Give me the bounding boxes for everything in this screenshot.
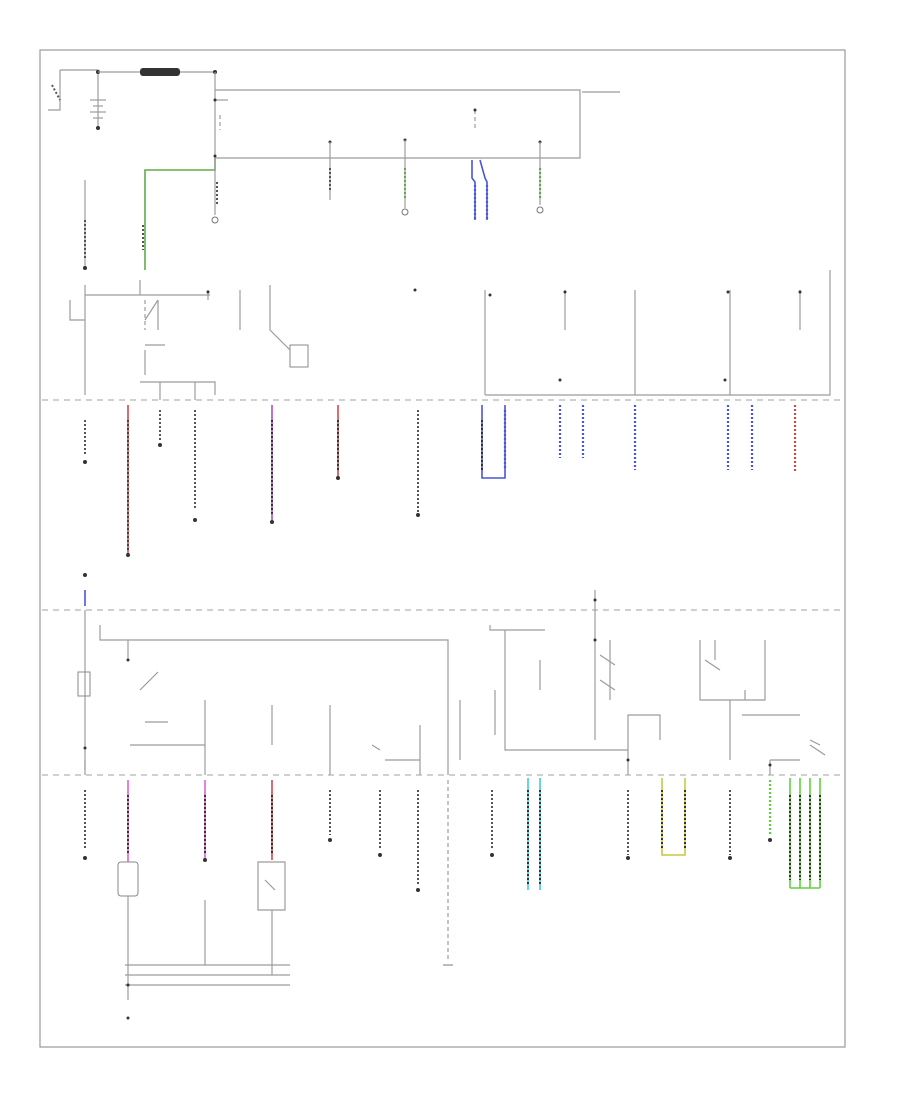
- section-3-circuit: [77, 573, 826, 775]
- engine-room-junction-block: [213, 72, 620, 159]
- diagram-frame: [39, 49, 846, 1048]
- fusible-link: [98, 68, 217, 76]
- instrument-panel-junction-block: [69, 270, 831, 400]
- battery: [48, 69, 106, 130]
- top-branch-wires: [83, 140, 544, 270]
- section-2-output-wires: [83, 405, 797, 557]
- section-4-output-wires: [83, 778, 821, 1020]
